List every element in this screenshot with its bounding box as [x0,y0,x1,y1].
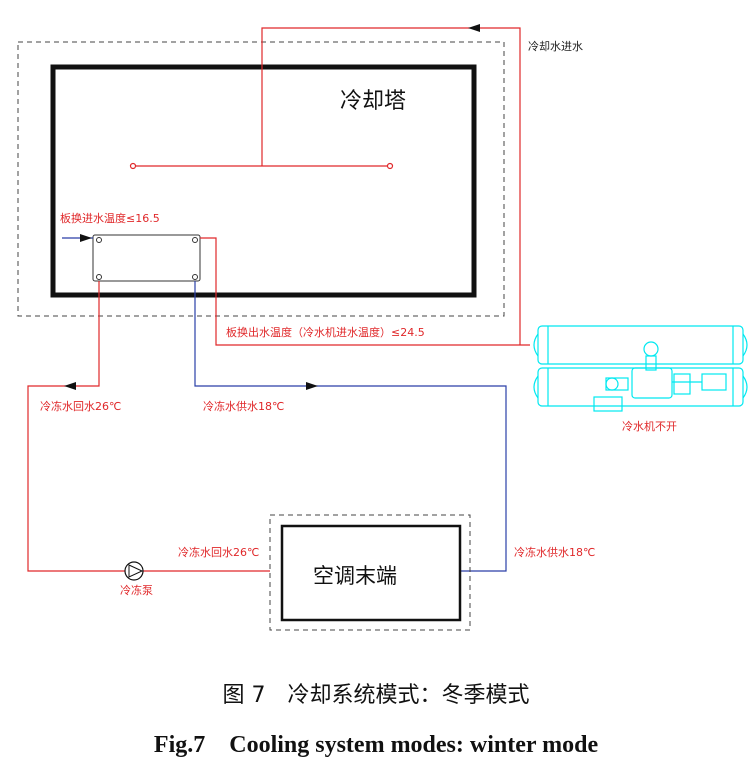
chilled-supply-lower-label: 冷冻水供水18℃ [514,545,595,559]
chilled-return-pipe [27,281,270,572]
cooling-tower-label: 冷却塔 [340,89,406,114]
cooling-water-inlet-pipe [261,27,521,345]
hx-port-tr [192,237,198,243]
cooling-tower-box [50,64,477,298]
hx-port-tl [96,237,102,243]
chilled-return-upper-label: 冷冻水回水26℃ [40,399,121,413]
caption-cn: 图 7 冷却系统模式：冬季模式 [223,683,530,708]
chilled-supply-upper-label: 冷冻水供水18℃ [203,399,284,413]
hx-port-br [192,274,198,280]
cooling-tower-enclosure [17,41,505,317]
plate-heat-exchanger [92,234,201,282]
ac-terminal-label: 空调末端 [313,564,397,588]
chiller-unit [533,325,748,412]
hx-inlet-arrow [80,234,92,242]
cooling-water-in-label: 冷却水进水 [528,40,583,53]
return-flow-arrow [64,382,76,390]
chilled-supply-pipe [194,281,507,572]
caption-en: Fig.7 Cooling system modes: winter mode [154,732,599,758]
spray-nozzle-right [386,162,394,170]
chiller-off-label: 冷水机不开 [622,419,677,433]
ac-terminal-enclosure [269,514,471,631]
hx-inlet-temp-label: 板换进水温度≤16.5 [60,211,160,225]
supply-flow-arrow [306,382,318,390]
chilled-pump [124,561,144,581]
hx-outlet-temp-label: 板换出水温度（冷水机进水温度）≤24.5 [226,325,425,339]
hx-outlet-pipe [200,237,530,346]
hx-port-bl [96,274,102,280]
chilled-return-lower-label: 冷冻水回水26℃ [178,545,259,559]
spray-nozzle-left [129,162,137,170]
inlet-flow-arrow [468,24,480,32]
pump-label: 冷冻泵 [120,583,153,597]
ac-terminal-box [280,524,462,622]
